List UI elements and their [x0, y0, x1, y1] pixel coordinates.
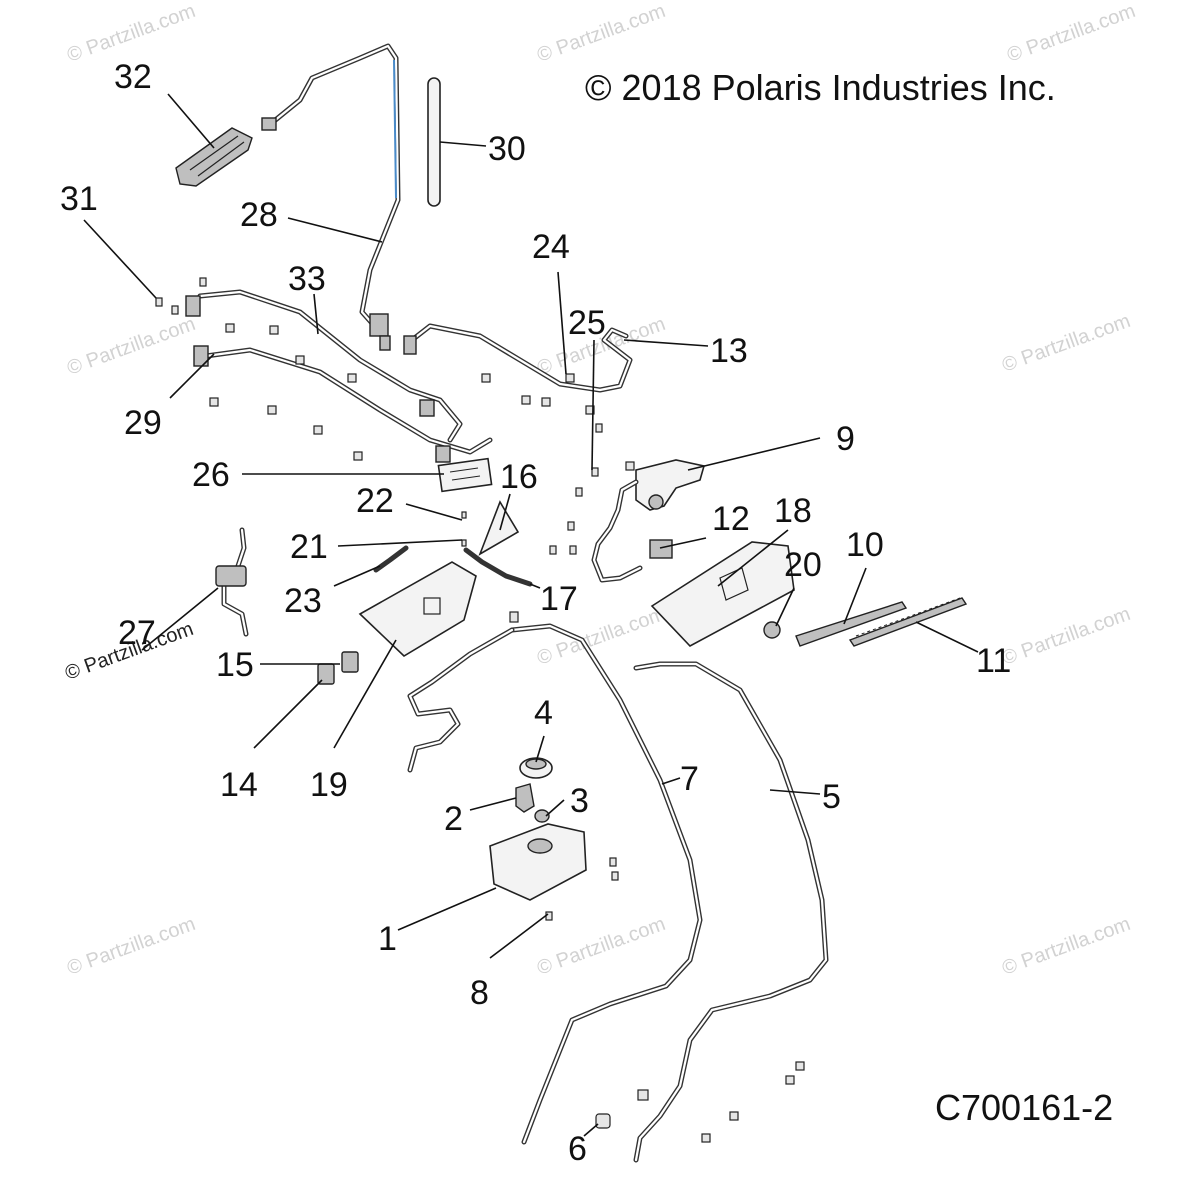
callout-15: 15 — [216, 646, 254, 684]
part-29-harness — [193, 345, 493, 463]
callout-26: 26 — [192, 456, 230, 494]
part-28-harness — [261, 43, 401, 351]
copyright-notice: © 2018 Polaris Industries Inc. — [585, 67, 1056, 108]
callout-6: 6 — [568, 1130, 587, 1168]
callout-21: 21 — [290, 528, 328, 566]
part-23-clip — [373, 545, 409, 573]
watermark: © Partzilla.com — [534, 0, 668, 67]
watermark: © Partzilla.com — [534, 913, 668, 980]
callout-30: 30 — [488, 130, 526, 168]
callout-12: 12 — [712, 500, 750, 538]
callouts: 32 30 31 28 33 24 25 13 29 9 26 16 22 12… — [60, 58, 1011, 1168]
part-2-pump — [515, 783, 535, 813]
part-19-tray — [358, 561, 477, 657]
callout-19: 19 — [310, 766, 348, 804]
callout-7: 7 — [680, 760, 699, 798]
callout-23: 23 — [284, 582, 322, 620]
callout-5: 5 — [822, 778, 841, 816]
watermark: © Partzilla.com — [64, 0, 198, 67]
callout-17: 17 — [540, 580, 578, 618]
part-3-grommet — [534, 809, 550, 823]
part-6-clip — [595, 1113, 611, 1129]
callout-10: 10 — [846, 526, 884, 564]
part-13-harness — [403, 323, 633, 393]
part-18-cover — [650, 541, 795, 647]
part-10-wiper-arm — [795, 601, 908, 647]
part-32-connector — [175, 127, 253, 187]
callout-20: 20 — [784, 546, 822, 584]
part-33-harness — [185, 289, 463, 443]
callout-28: 28 — [240, 196, 278, 234]
callout-31: 31 — [60, 180, 98, 218]
callout-11: 11 — [976, 642, 1011, 680]
callout-1: 1 — [378, 920, 397, 958]
callout-8: 8 — [470, 974, 489, 1012]
diagram-id: C700161-2 — [935, 1087, 1113, 1128]
callout-18: 18 — [774, 492, 812, 530]
part-9-wiper-motor — [591, 459, 706, 583]
part-4-cap — [519, 757, 553, 779]
part-26-module — [437, 457, 493, 493]
part-15-switch — [341, 651, 359, 673]
part-7-hose — [407, 623, 703, 1145]
watermark: © Partzilla.com — [999, 310, 1133, 377]
callout-24: 24 — [532, 228, 570, 266]
watermark: © Partzilla.com — [64, 913, 198, 980]
callout-25: 25 — [568, 304, 606, 342]
part-17-hose — [463, 547, 533, 587]
leader-lines — [83, 93, 979, 1137]
part-11-wiper-blade — [848, 597, 968, 647]
callout-33: 33 — [288, 260, 326, 298]
watermark: © Partzilla.com — [1004, 0, 1138, 67]
watermark: © Partzilla.com — [64, 313, 198, 380]
part-27-harness — [215, 527, 249, 637]
callout-2: 2 — [444, 800, 463, 838]
part-1-reservoir — [489, 823, 587, 901]
callout-13: 13 — [710, 332, 748, 370]
part-16-plate — [478, 500, 520, 556]
part-12-connector — [649, 539, 673, 559]
fasteners — [155, 277, 805, 1143]
callout-16: 16 — [500, 458, 538, 496]
callout-3: 3 — [570, 782, 589, 820]
callout-9: 9 — [836, 420, 855, 458]
callout-29: 29 — [124, 404, 162, 442]
callout-4: 4 — [534, 694, 553, 732]
part-5-hose — [633, 661, 829, 1163]
callout-32: 32 — [114, 58, 152, 96]
callout-22: 22 — [356, 482, 394, 520]
callout-14: 14 — [220, 766, 258, 804]
callout-27: 27 — [118, 614, 156, 652]
watermark: © Partzilla.com — [999, 603, 1133, 670]
part-30-tube — [427, 77, 441, 207]
watermark: © Partzilla.com — [999, 913, 1133, 980]
